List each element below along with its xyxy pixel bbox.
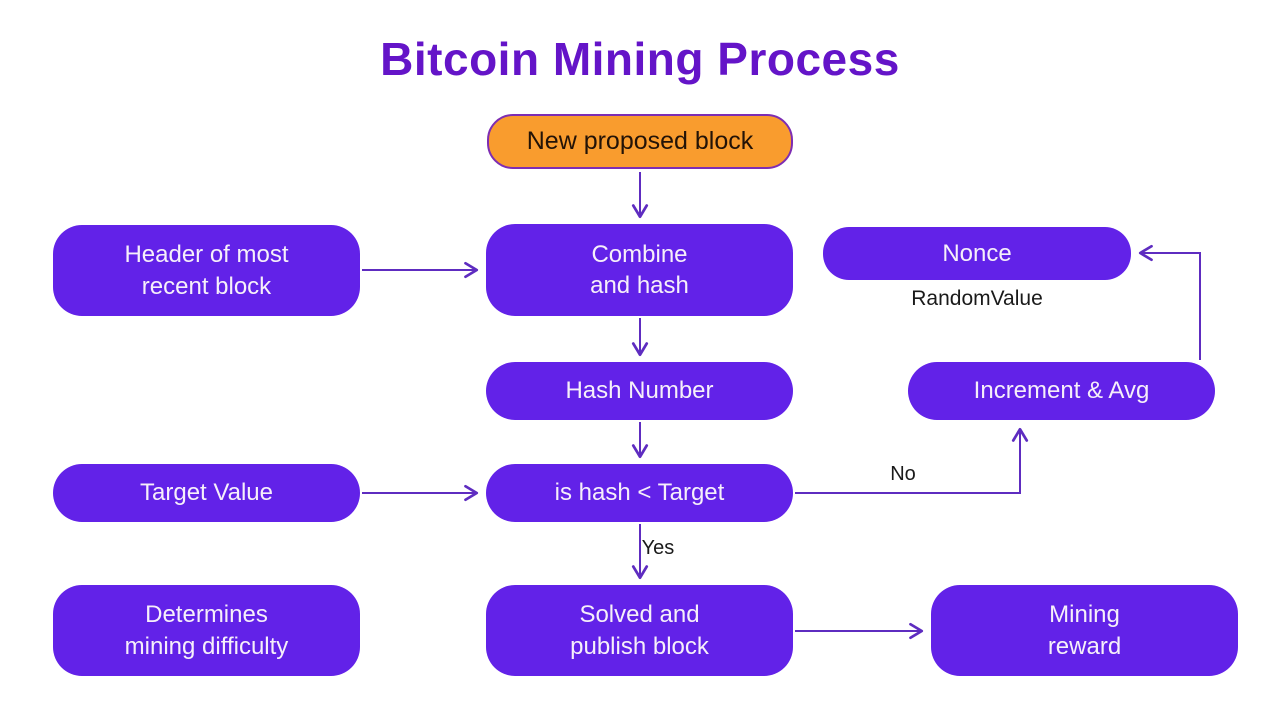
node-solved-and-publish-block: Solved and publish block bbox=[486, 585, 793, 676]
node-header-of-most-recent-block: Header of most recent block bbox=[53, 225, 360, 316]
label-random-value: RandomValue bbox=[911, 287, 1043, 310]
node-combine-and-hash: Combine and hash bbox=[486, 224, 793, 316]
arrow-increment-to-nonce bbox=[1138, 244, 1201, 360]
node-increment-and-avg: Increment & Avg bbox=[908, 362, 1215, 420]
node-is-hash-less-than-target: is hash < Target bbox=[486, 464, 793, 522]
node-determines-mining-difficulty: Determines mining difficulty bbox=[53, 585, 360, 676]
node-target-value: Target Value bbox=[53, 464, 360, 522]
node-new-proposed-block: New proposed block bbox=[487, 114, 793, 169]
edge-label-yes: Yes bbox=[641, 537, 675, 559]
node-hash-number: Hash Number bbox=[486, 362, 793, 420]
edge-label-no: No bbox=[890, 463, 916, 485]
node-mining-reward: Mining reward bbox=[931, 585, 1238, 676]
arrow-no-to-increment bbox=[795, 427, 1029, 494]
node-nonce: Nonce bbox=[823, 227, 1131, 280]
page-title: Bitcoin Mining Process bbox=[380, 33, 900, 85]
